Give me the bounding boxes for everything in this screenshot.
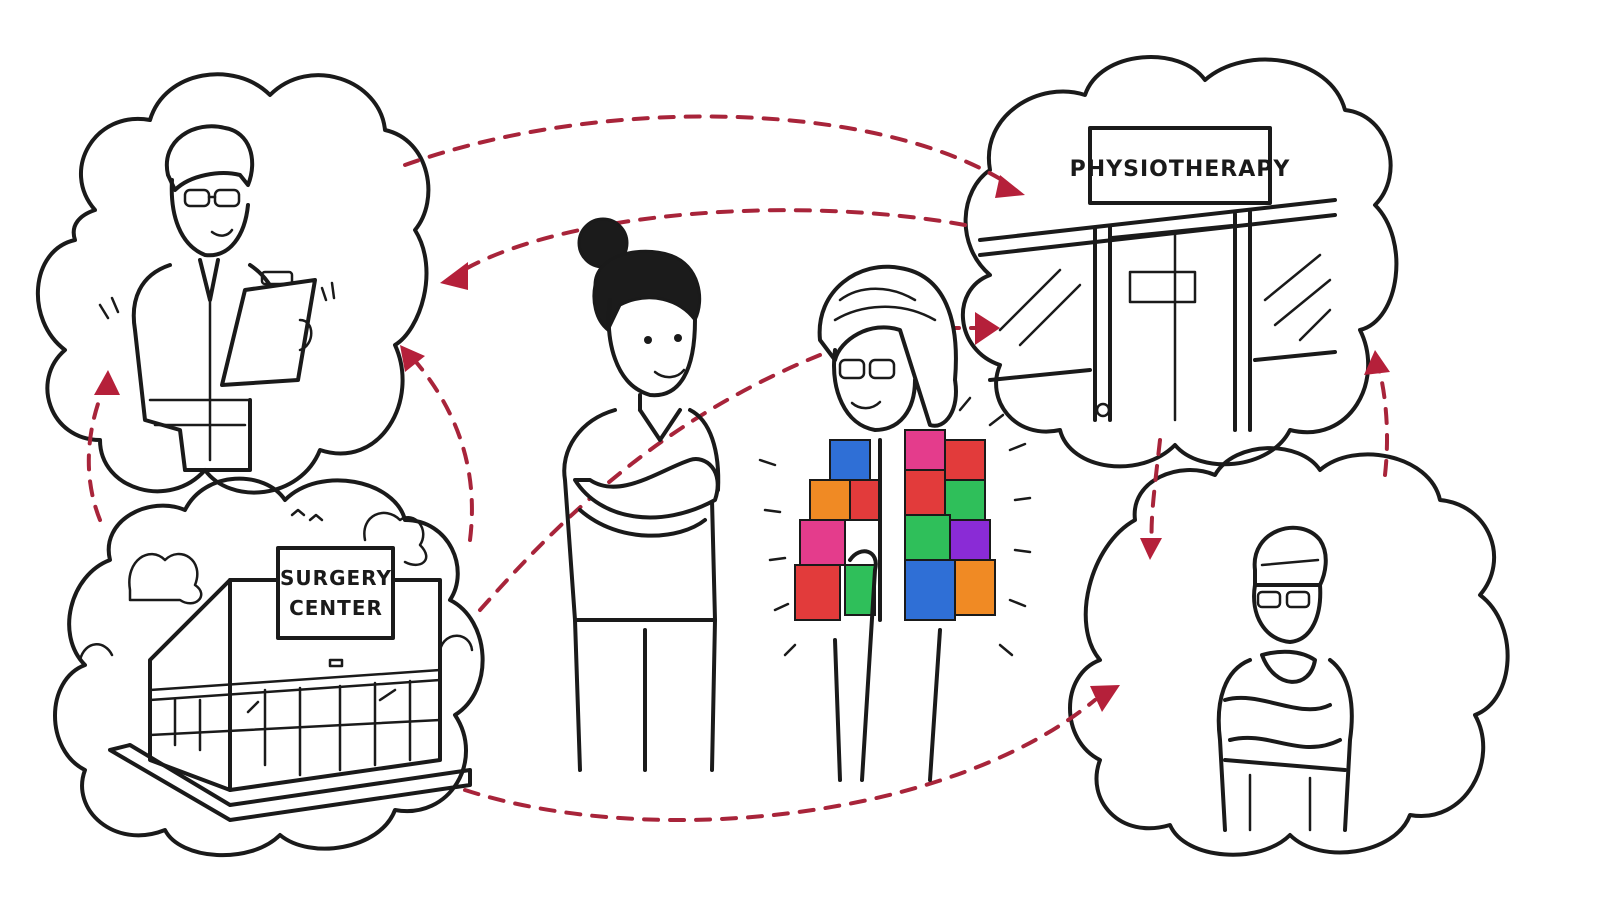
surgeon-cloud bbox=[1068, 446, 1510, 857]
physio-cloud bbox=[960, 55, 1399, 469]
physiotherapy-clinic-icon: PHYSIOTHERAPY bbox=[978, 126, 1337, 432]
pathway-arrows bbox=[86, 114, 1390, 822]
elderly-patient-with-cane-icon bbox=[758, 264, 1032, 782]
colorful-shawl bbox=[794, 429, 996, 621]
physiotherapy-sign bbox=[1088, 126, 1272, 205]
surgery-sign-line2: CENTER bbox=[289, 596, 383, 620]
nurse-icon bbox=[562, 217, 721, 772]
surgery-center-sign bbox=[276, 546, 395, 640]
sparkle-lines bbox=[758, 396, 1032, 657]
surgery-sign-line1: SURGERY bbox=[280, 566, 392, 590]
doctor-with-clipboard-icon bbox=[98, 124, 336, 472]
physiotherapy-sign-text: PHYSIOTHERAPY bbox=[1070, 157, 1291, 182]
doctor-cloud bbox=[35, 72, 431, 495]
surgeon-with-mask-icon bbox=[1216, 525, 1354, 832]
surgery-center-building-icon: SURGERY CENTER bbox=[78, 508, 474, 822]
surgery-cloud bbox=[53, 476, 485, 858]
